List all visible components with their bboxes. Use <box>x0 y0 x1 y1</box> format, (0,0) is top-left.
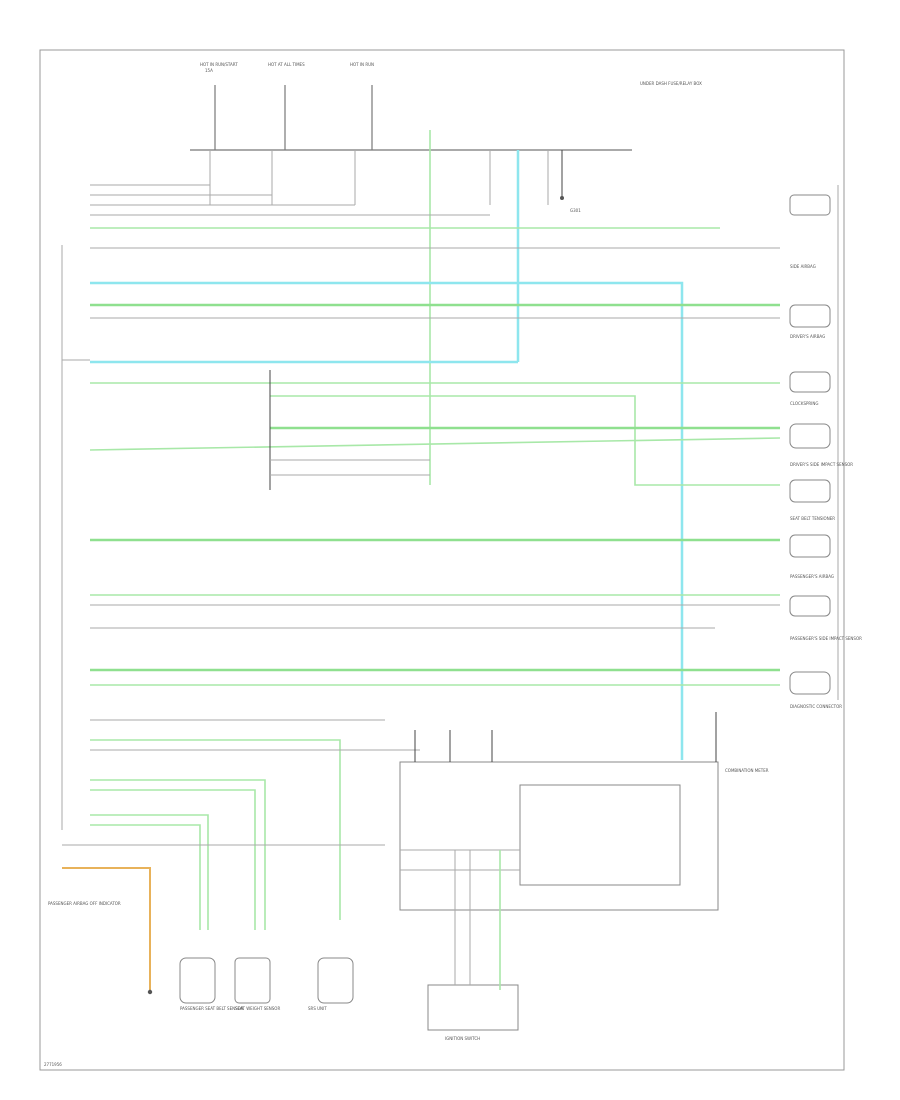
fuse-label-mid: HOT AT ALL TIMES <box>268 62 305 67</box>
bus-drops: G301 <box>209 130 581 485</box>
right-label-6: PASSENGER'S SIDE IMPACT SENSOR <box>790 636 862 641</box>
center-connector <box>269 370 430 490</box>
fuse-label-right: HOT IN RUN <box>350 62 374 67</box>
diagram-border <box>39 49 845 1071</box>
right-label-1: DRIVER'S AIRBAG <box>790 334 825 339</box>
right-label-3: DRIVER'S SIDE IMPACT SENSOR <box>790 462 853 467</box>
fuse-taps: HOT IN RUN/START 15A HOT AT ALL TIMES HO… <box>200 62 702 150</box>
combination-meter: COMBINATION METER <box>399 712 769 911</box>
bottom-components: PASSENGER SEAT BELT SENSOR SEAT WEIGHT S… <box>179 957 354 1011</box>
right-components: SIDE AIRBAG DRIVER'S AIRBAG CLOCKSPRING … <box>789 185 862 709</box>
footer-code: 2771956 <box>44 1062 62 1067</box>
right-label-4: SEAT BELT TENSIONER <box>790 516 835 521</box>
passenger-label: PASSENGER AIRBAG OFF INDICATOR <box>48 901 121 906</box>
ground-point <box>560 196 564 200</box>
bottom-label-2: SEAT WEIGHT SENSOR <box>235 1006 280 1011</box>
right-label-7: DIAGNOSTIC CONNECTOR <box>790 704 842 709</box>
right-label-5: PASSENGER'S AIRBAG <box>790 574 834 579</box>
right-label-2: CLOCKSPRING <box>790 401 818 406</box>
bottom-label-1: PASSENGER SEAT BELT SENSOR <box>180 1006 244 1011</box>
ground-label: G301 <box>570 208 581 213</box>
lower-runs <box>62 719 420 995</box>
under-dash-label: UNDER DASH FUSE/RELAY BOX <box>640 81 702 86</box>
green-circuits <box>89 303 781 686</box>
top-left-connectors <box>90 184 780 249</box>
cyan-circuit <box>90 281 684 760</box>
bottom-label-3: SRS UNIT <box>308 1006 327 1011</box>
fuse-label-left-value: 15A <box>205 68 213 73</box>
ignition-switch: IGNITION SWITCH <box>427 850 519 1041</box>
switch-label: IGNITION SWITCH <box>445 1036 480 1041</box>
fuse-label-left: HOT IN RUN/START <box>200 62 238 67</box>
right-label-0: SIDE AIRBAG <box>790 264 816 269</box>
module-label: COMBINATION METER <box>725 768 769 773</box>
